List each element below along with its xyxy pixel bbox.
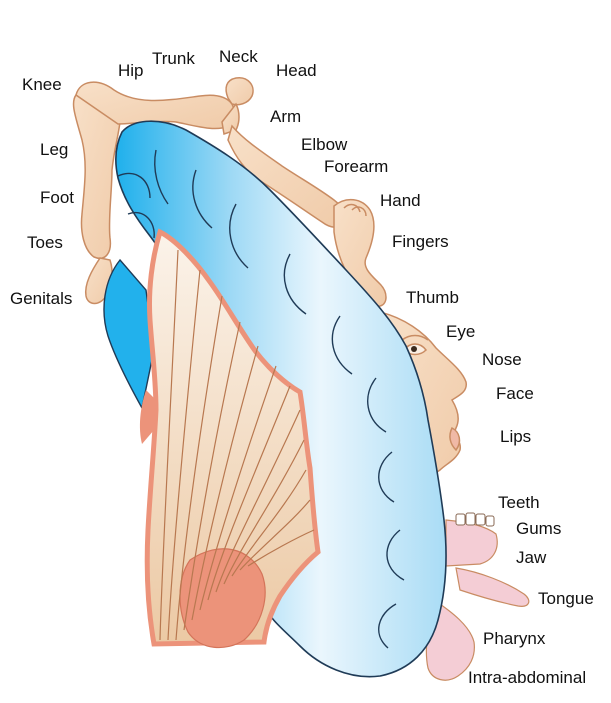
label-nose: Nose xyxy=(482,350,522,369)
label-knee: Knee xyxy=(22,75,62,94)
label-trunk: Trunk xyxy=(152,49,195,68)
label-neck: Neck xyxy=(219,47,258,66)
label-eye: Eye xyxy=(446,322,476,341)
label-foot: Foot xyxy=(40,188,75,207)
label-tongue: Tongue xyxy=(538,589,594,608)
label-thumb: Thumb xyxy=(406,288,459,307)
label-teeth: Teeth xyxy=(498,493,540,512)
label-toes: Toes xyxy=(27,233,63,252)
label-genitals: Genitals xyxy=(10,289,73,308)
label-jaw: Jaw xyxy=(516,548,547,567)
label-intra-abdominal: Intra-abdominal xyxy=(468,668,587,687)
homunculus-body-parts xyxy=(72,77,387,307)
label-face: Face xyxy=(496,384,534,403)
label-gums: Gums xyxy=(516,519,562,538)
label-fingers: Fingers xyxy=(392,232,449,251)
label-pharynx: Pharynx xyxy=(483,629,546,648)
label-hand: Hand xyxy=(380,191,421,210)
label-arm: Arm xyxy=(270,107,302,126)
label-hip: Hip xyxy=(118,61,144,80)
label-elbow: Elbow xyxy=(301,135,348,154)
mouth-structures xyxy=(425,512,530,681)
label-lips: Lips xyxy=(500,427,532,446)
label-forearm: Forearm xyxy=(324,157,389,176)
cortex-folds xyxy=(117,149,405,649)
label-leg: Leg xyxy=(40,140,69,159)
label-head: Head xyxy=(276,61,317,80)
fibre-lines xyxy=(159,249,315,641)
